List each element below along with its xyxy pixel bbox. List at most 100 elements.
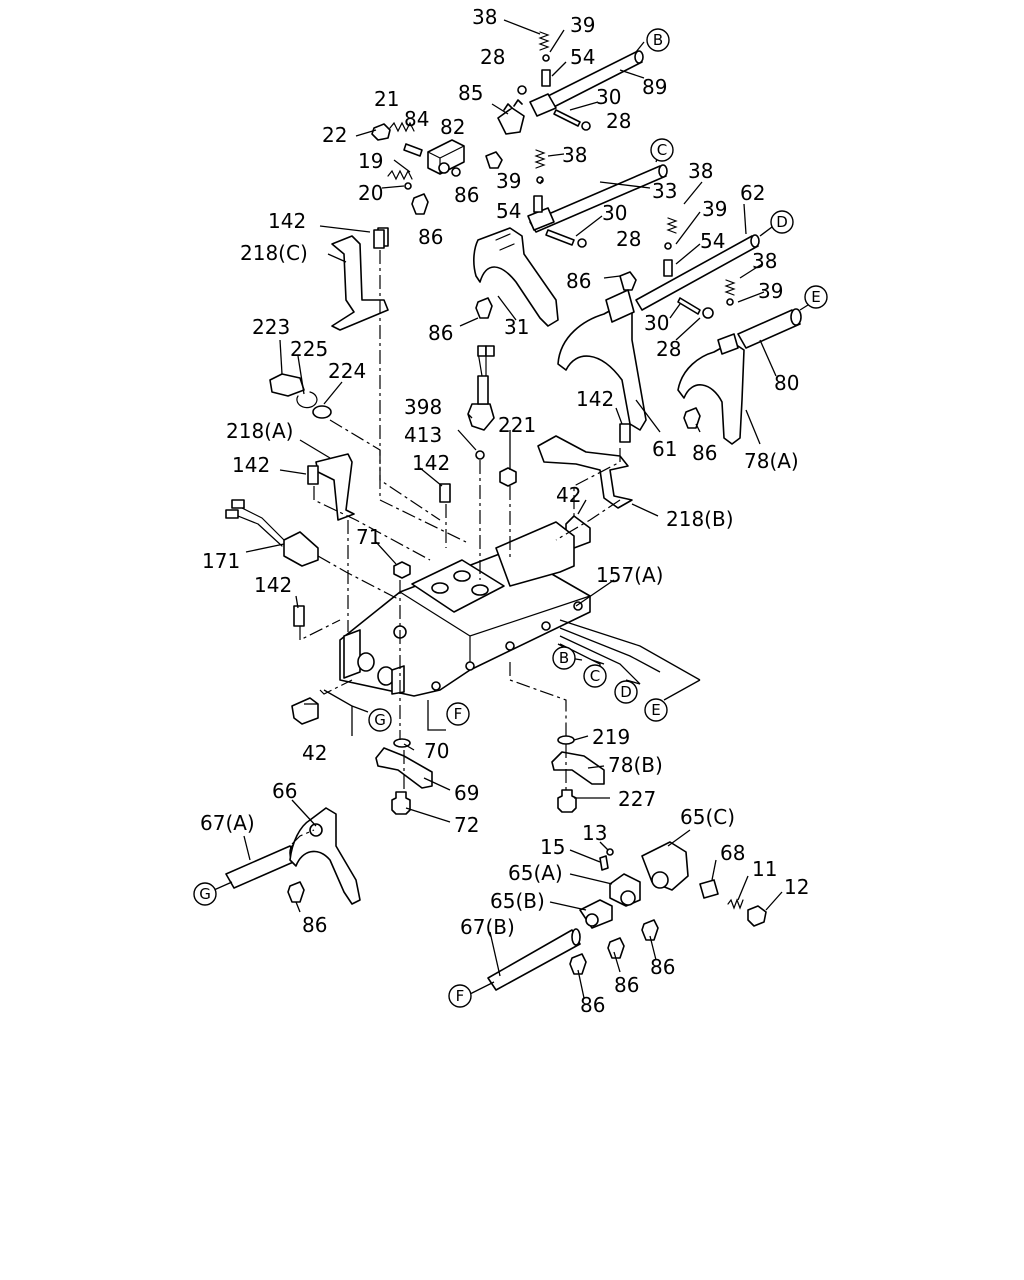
ref-letter-f-rod: F (448, 984, 472, 1008)
callout-54-c: 54 (700, 229, 725, 253)
callout-86-c: 86 (566, 269, 591, 293)
ref-letter-b-top: B (646, 28, 670, 52)
callout-86-d: 86 (428, 321, 453, 345)
callout-82: 82 (440, 115, 465, 139)
part-callouts: 38 39 28 54 89 21 84 85 30 28 22 82 19 3… (200, 5, 809, 1017)
callout-142-a: 142 (268, 209, 306, 233)
shift-block-65b (579, 899, 613, 929)
callout-13: 13 (582, 821, 607, 845)
ball-28-b (581, 121, 591, 131)
callout-15: 15 (540, 835, 565, 859)
bolt-86-a (411, 193, 429, 215)
washer-219 (557, 735, 575, 745)
bracket-218a (315, 453, 355, 521)
callout-30-c: 30 (644, 311, 669, 335)
svg-text:D: D (776, 213, 788, 231)
callout-69: 69 (454, 781, 479, 805)
spring-21 (389, 121, 415, 133)
callout-31: 31 (504, 315, 529, 339)
callout-224: 224 (328, 359, 366, 383)
ball-13 (606, 848, 614, 856)
ball-28-d (702, 307, 714, 319)
svg-text:E: E (811, 288, 820, 306)
svg-text:B: B (559, 649, 569, 667)
bolt-142-a (373, 229, 385, 249)
callout-20: 20 (358, 181, 383, 205)
svg-text:B: B (653, 31, 663, 49)
callout-219: 219 (592, 725, 630, 749)
ref-letter-e-case: E (644, 698, 668, 722)
pin-84 (403, 143, 423, 157)
shift-fork-61 (557, 289, 647, 431)
callout-33: 33 (652, 179, 677, 203)
ball-39-c (664, 242, 672, 250)
nut-221 (499, 467, 517, 487)
snap-ring-225 (296, 391, 318, 409)
callout-65b: 65(B) (490, 889, 545, 913)
pin-30-b (545, 229, 575, 246)
callout-22: 22 (322, 123, 347, 147)
callout-86-a: 86 (454, 183, 479, 207)
spring-38-a (538, 31, 550, 51)
svg-text:C: C (590, 667, 600, 685)
selector-block-82 (427, 99, 525, 177)
callout-39-d: 39 (758, 279, 783, 303)
ball-28-c (577, 238, 587, 248)
callout-65c: 65(C) (680, 805, 735, 829)
callout-223: 223 (252, 315, 290, 339)
svg-text:E: E (651, 701, 660, 719)
ref-letter-b-case: B (552, 646, 576, 670)
spring-38-d (724, 279, 736, 296)
callout-218b: 218(B) (666, 507, 734, 531)
bolt-86-i (569, 953, 587, 975)
part-drawings (225, 31, 802, 991)
callout-225: 225 (290, 337, 328, 361)
center-lines (291, 250, 621, 845)
svg-text:C: C (657, 141, 667, 159)
shift-rail-33 (527, 164, 668, 233)
ref-letter-c-case: C (583, 664, 607, 688)
callout-86-f: 86 (302, 913, 327, 937)
leader-lines (213, 19, 817, 999)
ref-letter-g-rod: G (193, 882, 217, 906)
callout-39-b: 39 (496, 169, 521, 193)
callout-86-b: 86 (418, 225, 443, 249)
callout-86-e: 86 (692, 441, 717, 465)
callout-80: 80 (774, 371, 799, 395)
bolt-142-c (307, 465, 319, 485)
bolt-142-d (619, 423, 631, 443)
callout-38-d: 38 (752, 249, 777, 273)
bolt-142-b (439, 483, 451, 503)
shift-fork-31 (473, 227, 559, 327)
shift-fork-66 (289, 807, 361, 905)
callout-19: 19 (358, 149, 383, 173)
sensor-171 (225, 499, 319, 567)
callout-71: 71 (356, 525, 381, 549)
callout-42-a: 42 (556, 483, 581, 507)
callout-42-b: 42 (302, 741, 327, 765)
callout-21: 21 (374, 87, 399, 111)
ref-letter-c-top: C (650, 138, 674, 162)
callout-28-d: 28 (656, 337, 681, 361)
callout-28-b: 28 (606, 109, 631, 133)
shift-rail-89 (529, 50, 644, 117)
bolt-86-d (475, 297, 493, 319)
pin-30-a (553, 109, 581, 127)
callout-85: 85 (458, 81, 483, 105)
callout-157a: 157(A) (596, 563, 663, 587)
callout-12: 12 (784, 875, 809, 899)
callout-142-b: 142 (576, 387, 614, 411)
bolt-72 (391, 791, 411, 815)
ball-413 (475, 450, 485, 460)
callout-66: 66 (272, 779, 297, 803)
svg-text:G: G (374, 711, 386, 729)
rod-67a (225, 845, 299, 889)
callout-38-a: 38 (472, 5, 497, 29)
ref-letter-g-case: G (368, 708, 392, 732)
washer-224 (312, 405, 332, 419)
bushing-42-b (291, 697, 319, 725)
pin-68 (699, 879, 719, 899)
svg-text:F: F (454, 705, 463, 723)
pin-54-c (663, 259, 673, 277)
pin-15 (599, 855, 609, 871)
